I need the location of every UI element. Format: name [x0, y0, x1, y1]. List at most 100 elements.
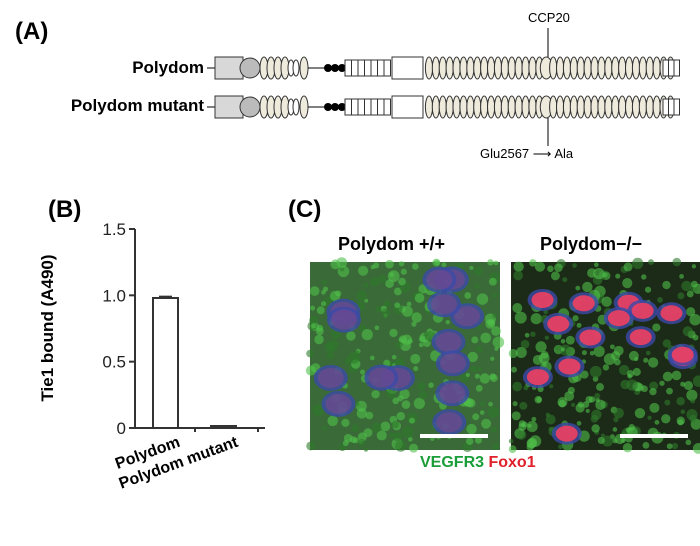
vegfr3-signal	[518, 420, 526, 428]
vegfr3-signal	[677, 292, 685, 300]
vegfr3-signal	[401, 400, 411, 409]
vegfr3-signal	[620, 438, 626, 443]
vegfr3-signal	[395, 341, 403, 349]
vegfr3-signal	[373, 262, 380, 269]
vegfr3-signal	[326, 351, 335, 360]
vegfr3-signal	[520, 339, 530, 349]
vegfr3-signal	[613, 417, 619, 423]
vegfr3-signal	[549, 384, 554, 389]
vegfr3-signal	[511, 366, 517, 373]
vegfr3-signal	[305, 365, 317, 376]
vegfr3-signal	[614, 358, 621, 366]
scale-bar	[620, 434, 688, 438]
vegfr3-signal	[480, 401, 486, 407]
box-domain	[673, 59, 680, 77]
y-tick-label: 1.5	[102, 220, 126, 239]
y-tick-label: 1.0	[102, 286, 126, 305]
vegfr3-signal	[398, 335, 407, 343]
vegfr3-signal	[661, 414, 671, 424]
vegfr3-signal	[627, 373, 633, 379]
foxo1-signal	[660, 305, 683, 322]
vegfr3-signal	[659, 380, 665, 386]
vegfr3-signal	[512, 401, 518, 407]
vegfr3-signal	[550, 271, 560, 281]
vegfr3-signal	[677, 419, 684, 426]
vegfr3-signal	[469, 265, 474, 270]
vegfr3-signal	[432, 258, 441, 267]
row-label-polydom: Polydom	[132, 58, 204, 77]
vegfr3-signal	[466, 423, 477, 435]
foxo1-signal	[431, 294, 458, 315]
vegfr3-signal	[692, 375, 700, 387]
stain-legend: VEGFR3 Foxo1	[420, 454, 536, 472]
vegfr3-signal	[622, 278, 633, 289]
vegfr3-signal	[682, 326, 693, 337]
vegfr3-signal	[361, 328, 373, 341]
vegfr3-signal	[666, 443, 673, 450]
vegfr3-signal	[470, 365, 478, 373]
micrograph	[305, 257, 505, 453]
y-tick-label: 0	[117, 419, 126, 438]
panel-a-label: (A)	[15, 18, 49, 45]
vegfr3-signal	[385, 279, 394, 288]
vegfr3-signal	[690, 398, 696, 404]
vegfr3-signal	[309, 286, 320, 296]
black-domain	[324, 103, 332, 111]
vegfr3-signal	[475, 384, 483, 392]
foxo1-signal	[555, 425, 578, 442]
vegfr3-signal	[383, 359, 391, 367]
vegfr3-signal	[689, 313, 700, 326]
vegfr3-signal	[577, 401, 584, 408]
foxo1-signal	[531, 291, 554, 308]
scale-bar	[420, 434, 488, 438]
vegfr3-signal	[597, 436, 605, 444]
vegfr3-signal	[632, 257, 644, 270]
vegfr3-signal	[406, 301, 412, 307]
vegfr3-signal	[662, 280, 671, 290]
vegfr3-signal	[534, 395, 543, 404]
vegfr3-signal	[647, 415, 652, 420]
vegfr3-signal	[359, 325, 366, 332]
vegfr3-signal	[389, 328, 398, 338]
vegfr3-signal	[644, 286, 652, 293]
vegfr3-signal	[530, 313, 542, 325]
vegfr3-signal	[487, 259, 494, 266]
vegfr3-signal	[490, 356, 495, 361]
vegfr3-signal	[418, 342, 424, 348]
vegfr3-signal	[358, 265, 369, 276]
vegfr3-signal	[562, 277, 568, 283]
vegfr3-signal	[369, 276, 380, 287]
panel-b-label: (B)	[48, 196, 82, 223]
vegfr3-signal	[535, 341, 547, 353]
foxo1-signal	[368, 367, 395, 388]
vegfr3-signal	[690, 280, 698, 288]
vegfr3-signal	[480, 332, 491, 344]
vegfr3-signal	[680, 409, 686, 415]
vegfr3-signal	[312, 404, 325, 416]
vegfr3-signal	[685, 439, 692, 446]
vegfr3-signal	[648, 357, 659, 368]
vegfr3-signal	[581, 350, 587, 356]
vegfr3-signal	[547, 265, 554, 273]
box-domain	[383, 59, 391, 77]
vegfr3-signal	[508, 445, 517, 454]
foxo1-signal	[526, 369, 549, 386]
vegfr3-signal	[346, 331, 356, 341]
vegfr3-signal	[310, 305, 316, 311]
vegfr3-signal	[508, 438, 514, 444]
vegfr3-signal	[649, 381, 659, 391]
vegfr3-signal	[363, 447, 369, 452]
vegfr3-signal	[385, 259, 394, 269]
mutation-to: Ala	[554, 146, 574, 161]
vegfr3-signal	[378, 274, 387, 284]
vegfr3-signal	[671, 442, 679, 450]
row-label-mutant: Polydom mutant	[70, 96, 204, 115]
vegfr3-signal	[555, 344, 562, 351]
vegfr3-signal	[634, 407, 646, 419]
vegfr3-signal	[474, 436, 483, 444]
mutation-label: Glu2567 ⟶ Ala	[480, 146, 573, 162]
vegfr3-signal	[676, 397, 685, 406]
vegfr3-signal	[572, 315, 579, 322]
micrograph	[508, 257, 700, 454]
